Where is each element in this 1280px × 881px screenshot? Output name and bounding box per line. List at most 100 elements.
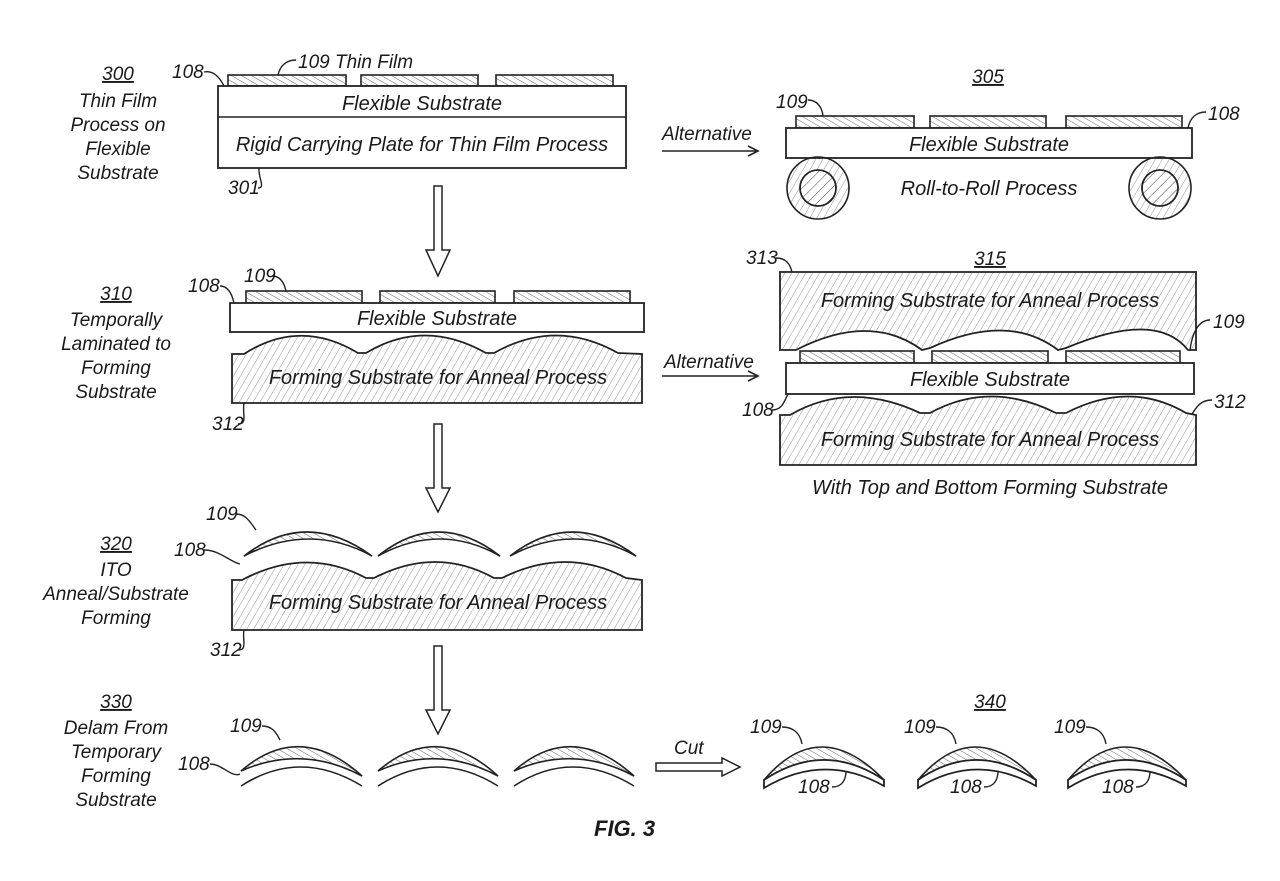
step-text-line: Laminated to <box>61 334 171 355</box>
arrow-head <box>747 145 760 157</box>
thin-film-ref: 109 Thin Film <box>298 52 413 73</box>
ref-312: 312 <box>210 640 242 661</box>
step-310-diagram: Flexible Substrate Forming Substrate for… <box>188 266 645 435</box>
top-forming-substrate <box>779 271 1197 351</box>
step-330-label: 330 Delam From Temporary Forming Substra… <box>64 692 169 811</box>
leader-line <box>271 275 287 292</box>
ref-108: 108 <box>188 276 220 297</box>
leader-line <box>807 99 824 117</box>
forming-substrate-label: Forming Substrate for Anneal Process <box>269 367 607 389</box>
leader-line <box>203 71 225 87</box>
step-text-line: Forming <box>81 358 151 379</box>
formed-lens <box>377 531 501 557</box>
leader-line <box>261 725 281 741</box>
ref-313: 313 <box>746 248 778 269</box>
arrow-head <box>747 370 760 382</box>
ref-301: 301 <box>228 178 260 199</box>
leader-line <box>257 167 263 189</box>
leader-line <box>1189 319 1211 351</box>
step-text-line: Thin Film <box>79 91 157 112</box>
step-310-label: 310 Temporally Laminated to Forming Subs… <box>61 284 171 403</box>
thin-film-segment <box>360 74 479 87</box>
leader-line <box>237 402 245 425</box>
ref-108: 108 <box>950 777 982 798</box>
step-330-diagram: 109 108 <box>178 716 635 787</box>
step-320-label: 320 ITO Anneal/Substrate Forming <box>42 534 189 629</box>
step-number: 320 <box>100 534 132 555</box>
ref-108: 108 <box>174 540 206 561</box>
leader-line <box>983 770 999 788</box>
ref-108: 108 <box>1208 104 1240 125</box>
step-300-diagram: Flexible Substrate Rigid Carrying Plate … <box>172 52 627 199</box>
alternative-label: Alternative <box>661 124 752 145</box>
step-text-line: Forming <box>81 608 151 629</box>
flexible-substrate <box>229 302 645 333</box>
leader-line <box>1085 726 1107 745</box>
alternative-arrow-1: Alternative <box>661 124 760 157</box>
step-320-diagram: Forming Substrate for Anneal Process 109… <box>174 504 643 661</box>
bottom-forming-substrate <box>779 395 1197 466</box>
step-text-line: Temporary <box>71 742 163 763</box>
alternative-arrow-2: Alternative <box>662 352 760 382</box>
step-text-line: Temporally <box>70 310 164 331</box>
flexible-substrate-label: Flexible Substrate <box>342 93 502 115</box>
leader-line <box>781 726 803 745</box>
step-text-line: Process on <box>70 115 165 136</box>
step-text-line: Delam From <box>64 718 169 739</box>
forming-substrate <box>231 334 643 404</box>
thin-film-segment <box>799 350 915 364</box>
figure-title: FIG. 3 <box>594 816 655 841</box>
process-arrow-down <box>424 645 452 736</box>
process-arrow-down <box>424 185 452 278</box>
leader-line <box>1187 111 1207 129</box>
rigid-plate-stack <box>217 85 627 169</box>
thin-film-segment <box>1065 115 1183 129</box>
step-text-line: ITO <box>100 560 132 581</box>
delaminated-lens <box>513 745 635 787</box>
ref-109: 109 <box>206 504 238 525</box>
thin-film-segment <box>495 74 614 87</box>
step-number: 300 <box>102 64 134 85</box>
cut-arrow: Cut <box>655 738 742 778</box>
leader-line <box>235 513 257 531</box>
forming-substrate-label: Forming Substrate for Anneal Process <box>269 592 607 614</box>
process-arrow-down <box>424 423 452 514</box>
flexible-substrate <box>785 362 1195 395</box>
cut-lens <box>1067 746 1187 790</box>
step-text-line: Flexible <box>85 139 150 160</box>
ref-109: 109 <box>750 717 782 738</box>
cut-lens <box>763 746 885 790</box>
roller-right <box>1128 156 1192 220</box>
step-text-line: Substrate <box>77 163 158 184</box>
ref-108: 108 <box>798 777 830 798</box>
thin-film-segment <box>929 115 1047 129</box>
formed-lens <box>243 531 373 557</box>
leader-line <box>203 549 241 565</box>
step-text-line: Forming <box>81 766 151 787</box>
view-305-roll-to-roll: 305 Flexible Substrate Roll-to-Roll Proc… <box>776 67 1240 220</box>
ref-108: 108 <box>1102 777 1134 798</box>
view-340-cut-pieces: 340 109 108 109 108 109 108 <box>750 692 1187 798</box>
cut-lens <box>917 746 1037 790</box>
thin-film-segment <box>1065 350 1181 364</box>
ref-109: 109 <box>1213 312 1245 333</box>
forming-substrate-label: Forming Substrate for Anneal Process <box>821 429 1159 451</box>
thin-film-segment <box>227 74 347 87</box>
roller-left <box>786 156 850 220</box>
ref-312: 312 <box>212 414 244 435</box>
ref-109: 109 <box>776 92 808 113</box>
ref-109: 109 <box>1054 717 1086 738</box>
leader-line <box>935 726 957 745</box>
ref-108: 108 <box>178 754 210 775</box>
roll-caption: Roll-to-Roll Process <box>901 178 1078 200</box>
view-315-sandwich: 315 Forming Substrate for Anneal Process… <box>742 248 1246 499</box>
delaminated-lens <box>240 745 363 787</box>
ref-312: 312 <box>1214 392 1246 413</box>
alternative-label: Alternative <box>663 352 754 373</box>
ref-109: 109 <box>244 266 276 287</box>
leader-line <box>831 770 847 788</box>
step-text-line: Anneal/Substrate <box>42 584 189 605</box>
leader-line <box>237 629 245 651</box>
leader-line <box>1191 399 1213 415</box>
